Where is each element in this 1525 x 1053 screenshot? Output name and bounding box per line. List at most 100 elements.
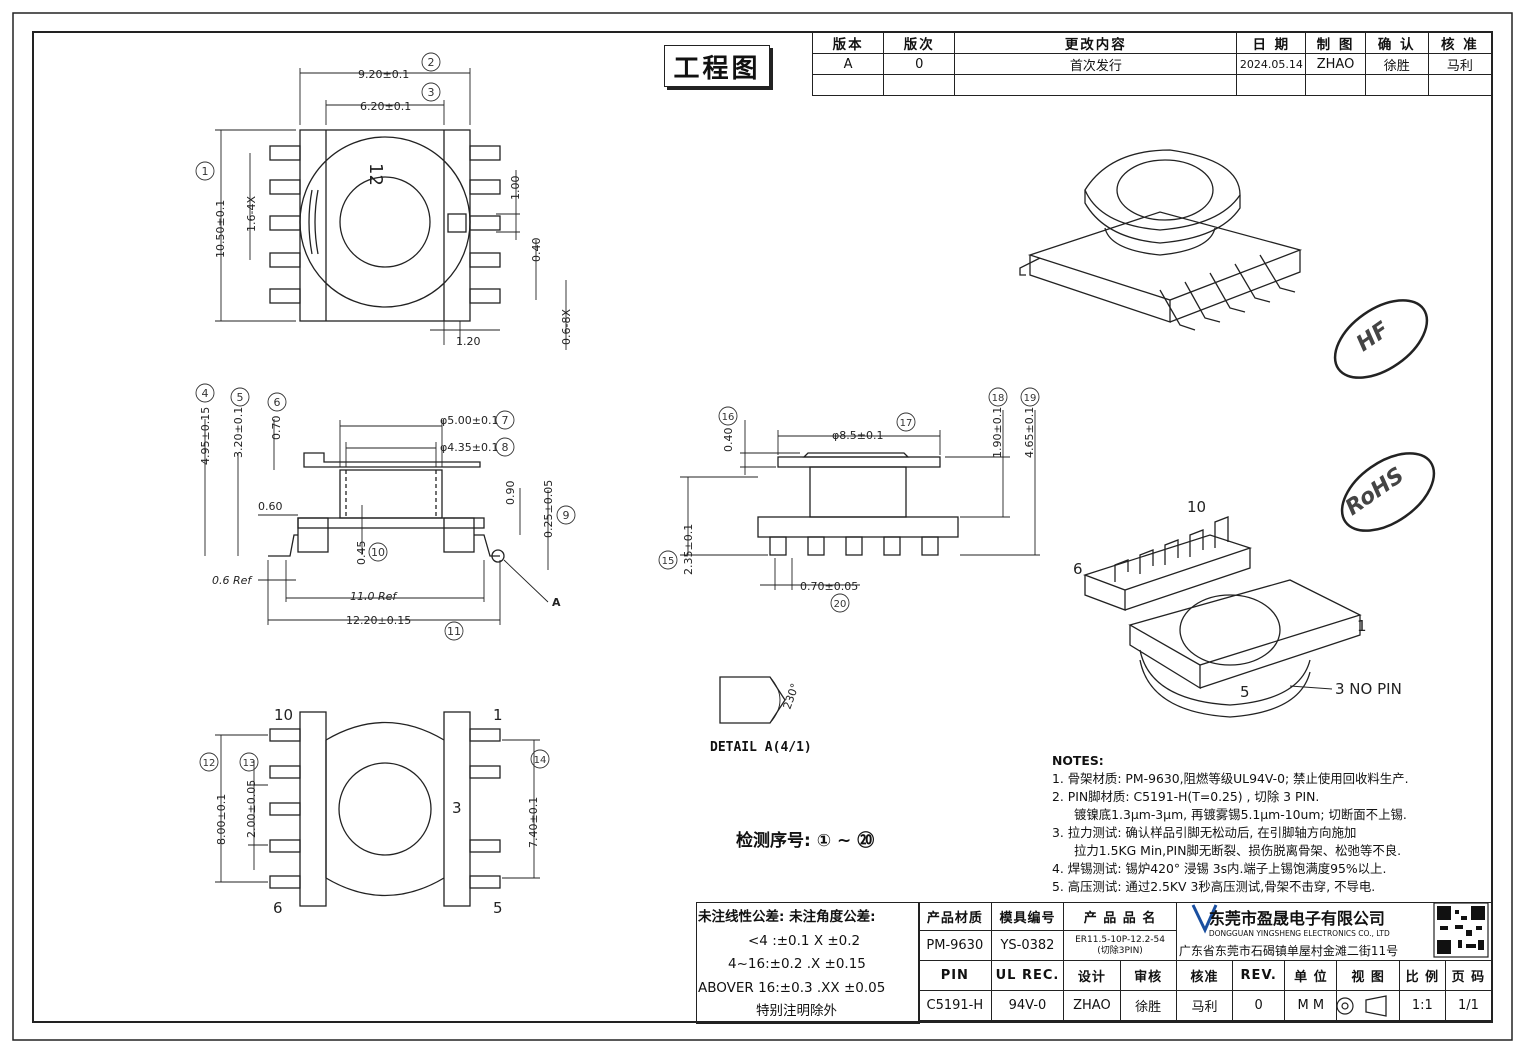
dim-3-20: 3.20±0.1	[232, 407, 245, 458]
dim-1-90: 1.90±0.1	[991, 407, 1004, 458]
no-pin-label: 3 NO PIN	[1335, 680, 1402, 698]
callout-a: A	[552, 596, 561, 609]
inner-border	[32, 31, 1493, 1023]
tol-line-3: 4~16:±0.2 .X ±0.15	[728, 956, 866, 972]
tb-h-unit: 单 位	[1284, 960, 1338, 991]
rev-date: 2024.05.14	[1236, 53, 1307, 75]
tb-pin: C5191-H	[918, 990, 992, 1021]
dim-12-20: 12.20±0.15	[346, 614, 411, 627]
tb-h-mold: 模具编号	[990, 902, 1065, 931]
rev-header-drawn: 制 图	[1305, 32, 1366, 54]
tb-view-symbol	[1336, 990, 1400, 1021]
tol-line-4: ABOVER 16:±0.3 .XX ±0.05	[698, 979, 886, 996]
tb-design: ZHAO	[1063, 990, 1121, 1021]
dim-1-00: 1.00	[509, 176, 522, 201]
front-view	[757, 452, 959, 556]
top-view-dimensions	[215, 68, 567, 350]
dim-phi-4-35: φ4.35±0.1	[440, 441, 498, 454]
dim-6-20: 6.20±0.1	[360, 100, 411, 113]
dim-0-70-pin: 0.70±0.05	[800, 580, 858, 593]
iso-view-top	[1019, 149, 1303, 331]
rev-header-confirmed: 确 认	[1364, 32, 1429, 54]
rev-header-version: 版本	[811, 32, 885, 54]
iso-pin-10: 10	[1187, 498, 1206, 516]
balloon-17: 17	[900, 418, 913, 429]
dimension-texts: 9.20±0.1 6.20±0.1 10.50±0.1 1.6-4X 1.00 …	[199, 68, 1036, 848]
tb-h-scale: 比 例	[1398, 960, 1446, 991]
balloon-6: 6	[274, 396, 281, 409]
tb-material: PM-9630	[918, 930, 992, 961]
balloon-18: 18	[992, 393, 1005, 404]
iso-view-bottom	[1083, 516, 1362, 718]
side-view	[268, 452, 505, 563]
dim-phi-8-5: φ8.5±0.1	[832, 429, 883, 442]
tb-h-ul: UL REC.	[990, 960, 1065, 991]
balloon-13: 13	[243, 758, 256, 769]
detail-a	[719, 676, 786, 724]
dim-0-25: 0.25±0.05	[542, 480, 555, 538]
tol-line-1: 未注线性公差: 未注角度公差:	[698, 909, 876, 925]
rev-confirmed: 徐胜	[1364, 53, 1429, 75]
note-3: 3. 拉力测试: 确认样品引脚无松动后, 在引脚轴方向施加	[1052, 825, 1357, 840]
pin-5-label: 5	[493, 899, 503, 917]
rev-drawn: ZHAO	[1305, 53, 1366, 75]
dim-2-35: 2.35±0.1	[682, 524, 695, 575]
tb-product: ER11.5-10P-12.2-54 (切除3PIN)	[1063, 930, 1177, 961]
dim-0-60: 0.60	[258, 500, 283, 513]
balloon-9: 9	[563, 509, 570, 522]
rev-header-approved: 核 准	[1427, 32, 1493, 54]
iso-pin-6: 6	[1073, 560, 1083, 578]
dim-4-95: 4.95±0.15	[199, 407, 212, 465]
tb-rev: 0	[1232, 990, 1286, 1021]
dim-10-50: 10.50±0.1	[214, 200, 227, 258]
side-view-dimensions	[204, 419, 549, 625]
note-3b: 拉力1.5KG Min,PIN脚无断裂、损伤脱离骨架、松弛等不良.	[1074, 843, 1402, 858]
tol-line-2: <4 :±0.1 X ±0.2	[748, 932, 861, 949]
rev-change: 首次发行	[954, 53, 1238, 75]
dim-2-00: 2.00±0.05	[245, 780, 258, 838]
dim-0-6-8x: 0.6-8X	[560, 309, 573, 345]
dim-0-40-top: 0.40	[530, 238, 543, 263]
pin-labels: 10 1 6 5 3 10 6 1 5 3 NO PIN 12	[273, 163, 1402, 917]
rohs-stamp-text: RoHS	[1341, 463, 1409, 521]
notes-block: NOTES: 1. 骨架材质: PM-9630,阻燃等级UL94V-0; 禁止使…	[1052, 752, 1472, 896]
tb-scale: 1:1	[1398, 990, 1446, 1021]
tb-h-product: 产 品 品 名	[1063, 902, 1177, 931]
dim-phi-5-00: φ5.00±0.1	[440, 414, 498, 427]
tb-approve: 马利	[1175, 990, 1234, 1021]
tb-review: 徐胜	[1119, 990, 1177, 1021]
note-2b: 镀镍底1.3μm-3μm, 再镀雾锡5.1μm-10um; 切断面不上锡.	[1074, 807, 1407, 822]
pin-10-label: 10	[274, 706, 293, 724]
pin-3-label: 3	[452, 799, 462, 817]
balloon-12: 12	[203, 758, 216, 769]
balloon-3: 3	[428, 86, 435, 99]
balloon-14: 14	[534, 755, 547, 766]
tb-page: 1/1	[1444, 990, 1493, 1021]
rev-header-edition: 版次	[883, 32, 956, 54]
body-mark-12: 12	[365, 163, 386, 186]
dim-0-6-ref: 0.6 Ref	[212, 574, 253, 587]
dim-0-70: 0.70	[270, 416, 283, 441]
top-view	[269, 129, 501, 322]
balloon-20: 20	[834, 599, 847, 610]
balloon-1: 1	[202, 165, 209, 178]
tb-mold: YS-0382	[990, 930, 1065, 961]
dim-9-20: 9.20±0.1	[358, 68, 409, 81]
balloon-circles	[195, 52, 1040, 772]
note-2: 2. PIN脚材质: C5191-H(T=0.25) , 切除 3 PIN.	[1052, 789, 1320, 804]
rev-version: A	[811, 53, 885, 75]
stamp-texts: HF RoHS	[1341, 317, 1409, 521]
note-1: 1. 骨架材质: PM-9630,阻燃等级UL94V-0; 禁止使用回收料生产.	[1052, 771, 1409, 786]
dim-4-65: 4.65±0.1	[1023, 407, 1036, 458]
balloon-4: 4	[202, 387, 209, 400]
dim-0-90: 0.90	[504, 481, 517, 506]
balloon-11: 11	[447, 625, 461, 638]
balloon-5: 5	[237, 391, 244, 404]
rev-edition: 0	[883, 53, 956, 75]
dim-0-40-front: 0.40	[722, 428, 735, 453]
bottom-view-dimensions	[215, 734, 540, 883]
note-4: 4. 焊锡测试: 锡炉420° 浸锡 3s内.端子上锡饱满度95%以上.	[1052, 861, 1387, 876]
tol-line-5: 特别注明除外	[756, 1003, 837, 1019]
title-block: 产品材质 模具编号 产 品 品 名 东莞市盈晟电子有限公司 DONGGUAN Y…	[918, 902, 1493, 1021]
